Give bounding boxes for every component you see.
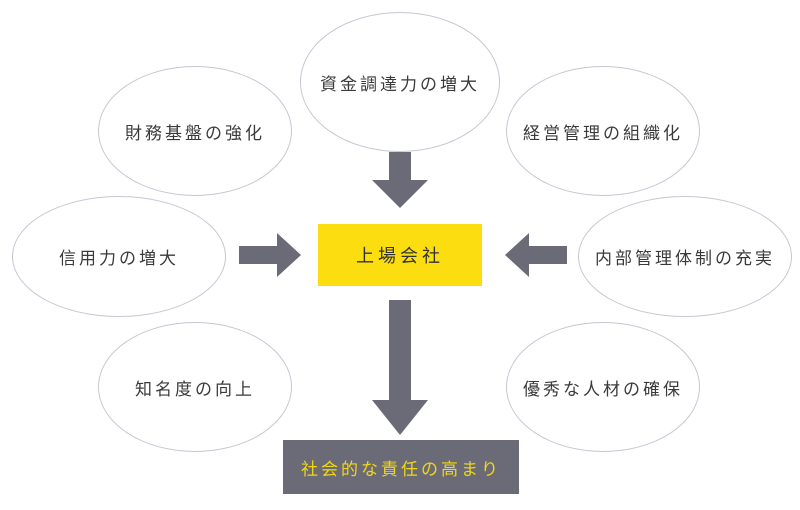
ellipse-internal-control-label: 内部管理体制の充実 bbox=[595, 249, 775, 268]
ellipse-funding: 資金調達力の増大 bbox=[300, 12, 500, 152]
ellipse-funding-label: 資金調達力の増大 bbox=[320, 74, 480, 94]
ellipse-talent: 優秀な人材の確保 bbox=[506, 322, 700, 452]
ellipse-management-org-label: 経営管理の組織化 bbox=[523, 123, 683, 143]
center-box-label: 上場会社 bbox=[356, 246, 444, 266]
bottom-box-social-responsibility: 社会的な責任の高まり bbox=[283, 440, 519, 494]
arrow-left-icon bbox=[505, 233, 567, 277]
ellipse-recognition: 知名度の向上 bbox=[98, 322, 292, 452]
arrow-right-icon bbox=[239, 233, 301, 277]
ellipse-internal-control: 内部管理体制の充実 bbox=[578, 196, 792, 317]
ellipse-credit-label: 信用力の増大 bbox=[59, 249, 179, 268]
ellipse-financial-base: 財務基盤の強化 bbox=[98, 66, 292, 196]
ellipse-credit: 信用力の増大 bbox=[12, 196, 226, 317]
ellipse-talent-label: 優秀な人材の確保 bbox=[523, 379, 683, 399]
bottom-box-label: 社会的な責任の高まり bbox=[301, 459, 501, 479]
center-box-listed-company: 上場会社 bbox=[318, 224, 482, 286]
ellipse-financial-base-label: 財務基盤の強化 bbox=[125, 123, 265, 143]
arrow-down-long-icon bbox=[372, 300, 428, 435]
ellipse-recognition-label: 知名度の向上 bbox=[135, 379, 255, 399]
ellipse-management-org: 経営管理の組織化 bbox=[506, 66, 700, 196]
arrow-down-icon bbox=[372, 152, 428, 208]
